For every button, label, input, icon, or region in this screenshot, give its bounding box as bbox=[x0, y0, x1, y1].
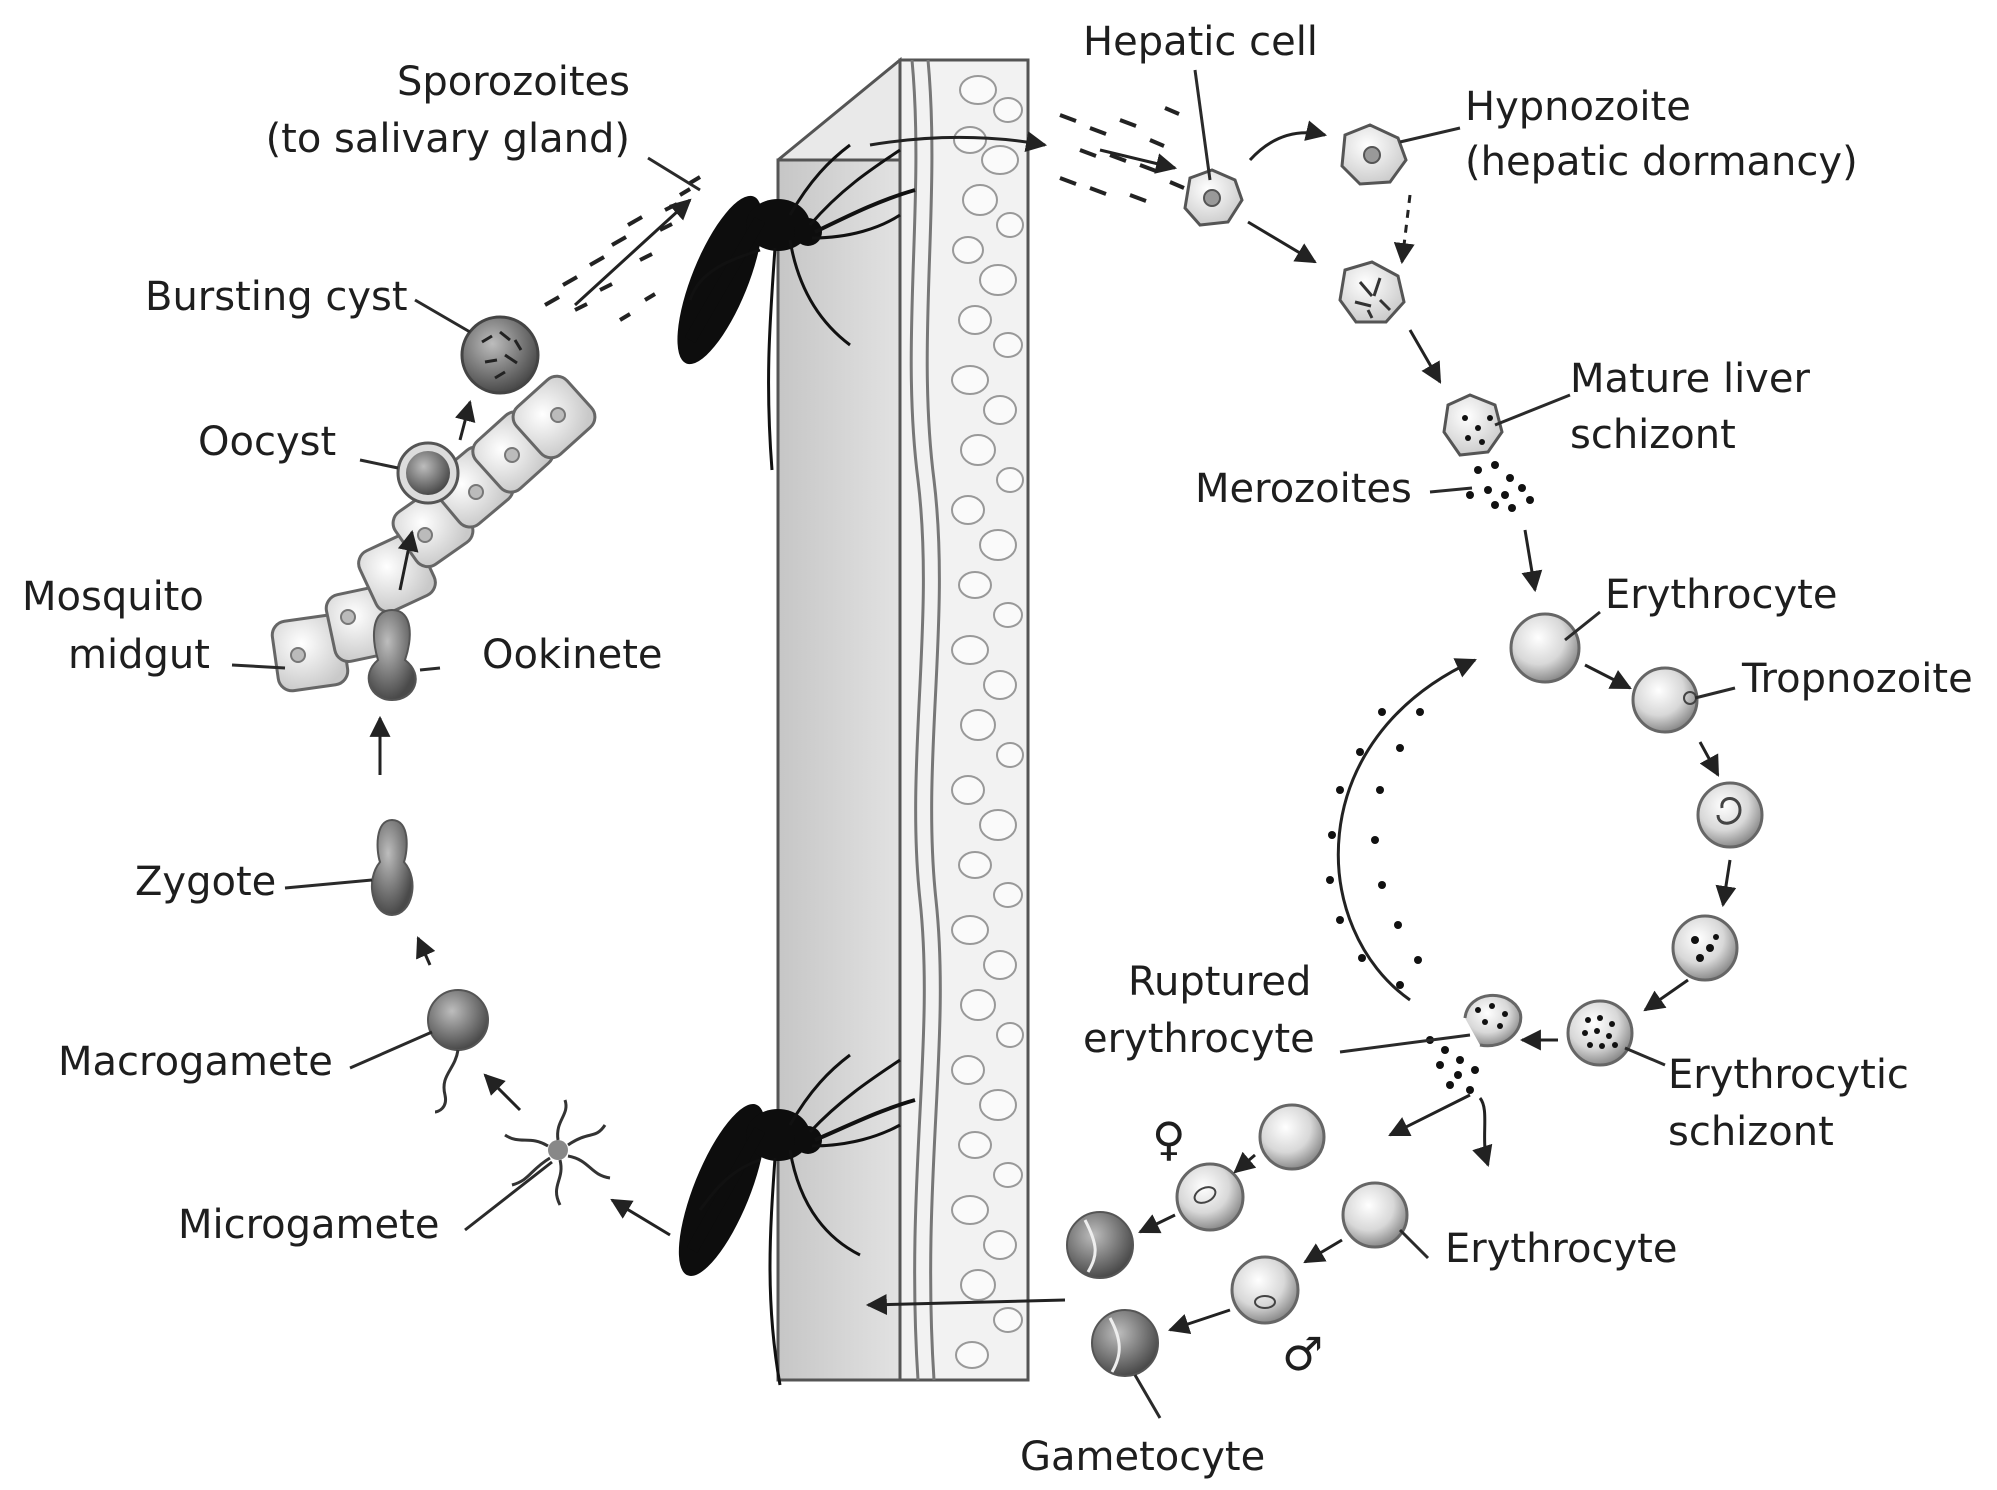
female-symbol: ♀ bbox=[1152, 1112, 1186, 1166]
developing-schizont-icon bbox=[1671, 914, 1739, 982]
label-zygote: Zygote bbox=[135, 859, 276, 905]
label-ruptured-erythrocyte: erythrocyte bbox=[1083, 1016, 1315, 1062]
liver-stage-arrows bbox=[869, 120, 1543, 593]
merozoite-dots-liver bbox=[1466, 461, 1534, 512]
erythrocytic-schizont-icon bbox=[1566, 999, 1634, 1067]
label-midgut: midgut bbox=[68, 632, 210, 678]
male-symbol: ♂ bbox=[1282, 1327, 1323, 1381]
label-bursting-cyst: Bursting cyst bbox=[145, 274, 408, 320]
mature-liver-schizont-icon bbox=[1442, 393, 1504, 457]
macrogamete-icon bbox=[427, 989, 489, 1114]
mosquito-icon-bottom bbox=[678, 1053, 916, 1386]
mosquito-icon-top bbox=[677, 143, 916, 471]
tropnozoite-icon bbox=[1631, 666, 1699, 734]
label-microgamete: Microgamete bbox=[178, 1202, 439, 1248]
sporozoite-dashes-left bbox=[544, 175, 702, 322]
skin-panel bbox=[776, 56, 1030, 1382]
ookinete-icon bbox=[367, 608, 417, 702]
label-oocyst: Oocyst bbox=[198, 419, 336, 465]
label-erythrocyte-top: Erythrocyte bbox=[1605, 572, 1837, 618]
label-erythrocyte-bottom: Erythrocyte bbox=[1445, 1226, 1677, 1272]
erythrocyte-top-icon bbox=[1509, 612, 1581, 684]
label-merozoites: Merozoites bbox=[1195, 466, 1412, 512]
blood-stage-arrows bbox=[865, 658, 1737, 1316]
label-erythrocytic-schizont: schizont bbox=[1668, 1109, 1834, 1155]
sporozoite-dashes-right bbox=[1059, 106, 1185, 203]
label-hepatic-cell: Hepatic cell bbox=[1083, 19, 1318, 65]
label-ookinete: Ookinete bbox=[482, 632, 663, 678]
label-hypnozoite: Hypnozoite bbox=[1465, 84, 1691, 130]
male-gametocyte-erythrocytes bbox=[1091, 1181, 1409, 1377]
microgamete-icon bbox=[504, 1099, 611, 1206]
labels: Sporozoites (to salivary gland) Bursting… bbox=[22, 19, 1973, 1480]
label-gametocyte: Gametocyte bbox=[1020, 1434, 1265, 1480]
label-mosquito: Mosquito bbox=[22, 574, 204, 620]
leader-lines bbox=[231, 69, 1736, 1419]
label-mature-liver: Mature liver bbox=[1570, 356, 1810, 402]
merozoite-dots-arc bbox=[1326, 708, 1424, 989]
hepatic-cell-icon bbox=[1183, 168, 1244, 227]
skin-cell-texture bbox=[951, 75, 1024, 1369]
label-macrogamete: Macrogamete bbox=[58, 1039, 333, 1085]
ring-stage-icon bbox=[1696, 781, 1764, 849]
oocyst-icon bbox=[396, 441, 460, 505]
bursting-cyst-icon bbox=[460, 315, 540, 395]
mosquito-cycle-arrows bbox=[369, 198, 692, 1237]
ruptured-erythrocyte-icon bbox=[1426, 994, 1523, 1094]
label-erythrocytic: Erythrocytic bbox=[1668, 1052, 1909, 1098]
label-hypnozoite-sub: (hepatic dormancy) bbox=[1465, 139, 1858, 185]
mosquito-midgut-cells bbox=[270, 374, 597, 693]
zygote-icon bbox=[371, 818, 414, 917]
developing-liver-schizont-icon bbox=[1338, 260, 1406, 324]
hypnozoite-icon bbox=[1340, 123, 1408, 186]
label-mature-liver-schizont: schizont bbox=[1570, 412, 1736, 458]
female-gametocyte-erythrocytes bbox=[1066, 1103, 1326, 1279]
label-ruptured: Ruptured bbox=[1128, 959, 1311, 1005]
label-sporozoites-sub: (to salivary gland) bbox=[266, 116, 630, 162]
label-sporozoites: Sporozoites bbox=[397, 59, 630, 105]
label-tropnozoite: Tropnozoite bbox=[1741, 656, 1973, 702]
